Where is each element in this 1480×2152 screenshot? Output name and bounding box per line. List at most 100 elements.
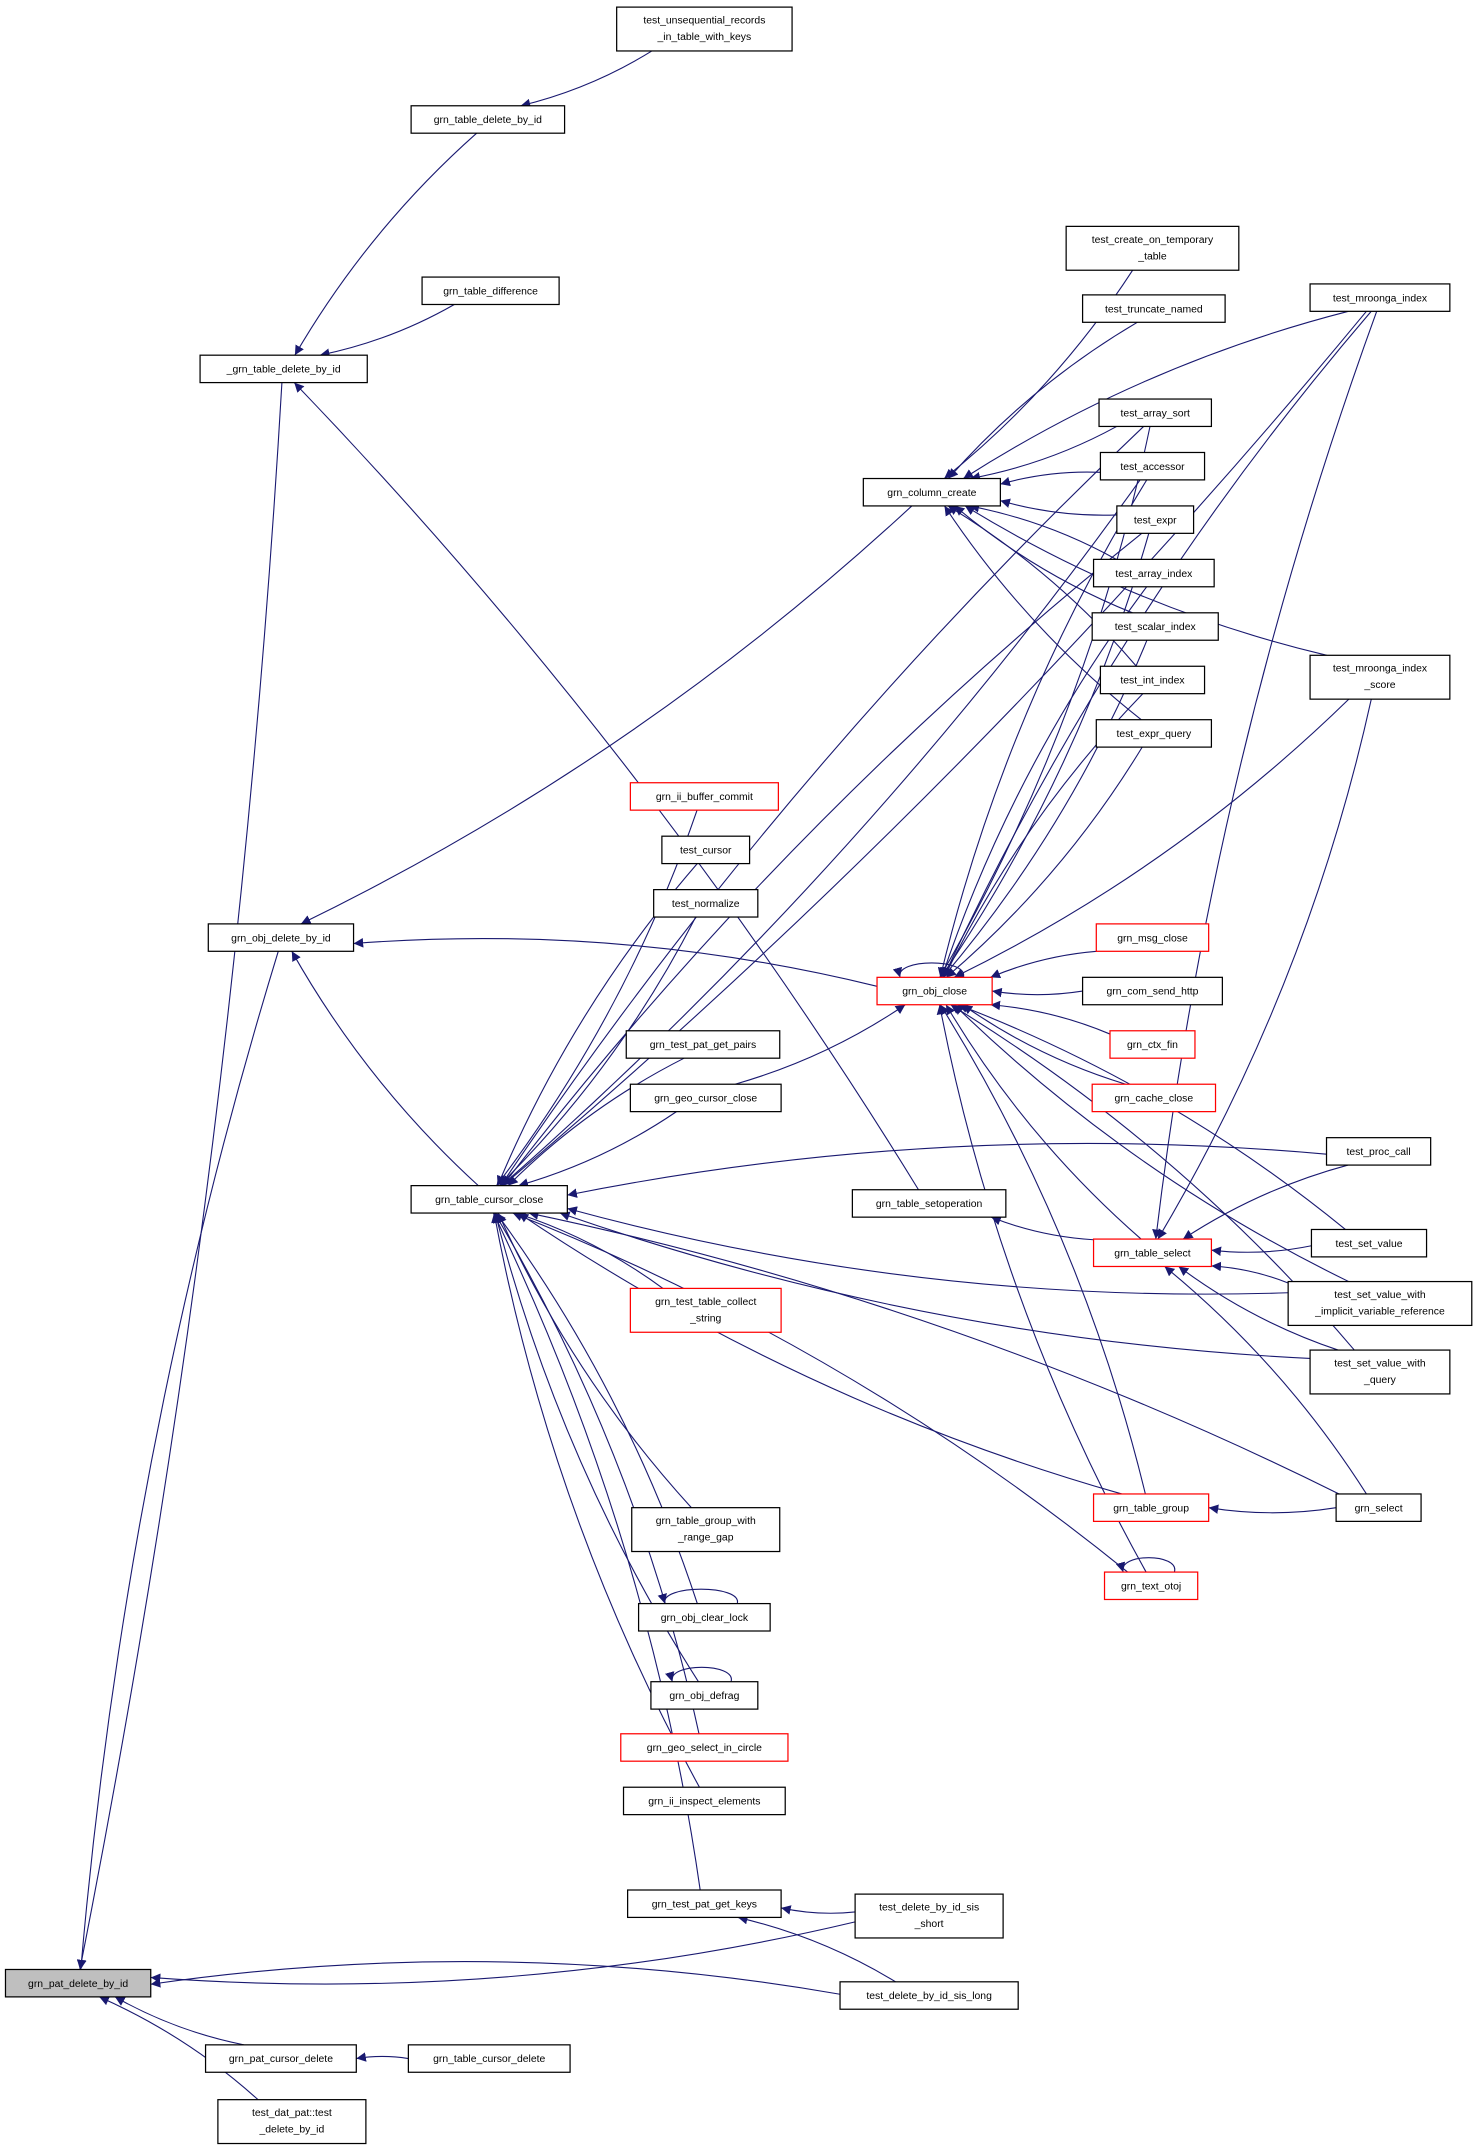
node-label: test_expr bbox=[1134, 515, 1177, 526]
node-test-set-value-with-implicit[interactable]: test_set_value_with_implicit_variable_re… bbox=[1287, 1280, 1473, 1327]
node-label: test_accessor bbox=[1120, 462, 1185, 473]
node-label: test_mroonga_index bbox=[1333, 664, 1428, 675]
node-grn-table-group[interactable]: grn_table_group bbox=[1092, 1493, 1210, 1522]
call-edge bbox=[150, 1961, 841, 1995]
node-label: _query bbox=[1363, 1375, 1397, 1386]
node-label: test_scalar_index bbox=[1115, 622, 1197, 633]
call-edge bbox=[567, 1142, 1327, 1198]
node-box bbox=[1109, 1030, 1196, 1059]
node-label: _range_gap bbox=[677, 1533, 734, 1544]
node-box bbox=[1099, 665, 1206, 695]
node-box bbox=[629, 1287, 782, 1333]
node-grn-table-difference[interactable]: grn_table_difference bbox=[421, 276, 560, 306]
call-edge bbox=[498, 916, 697, 1187]
node-test-set-value[interactable]: test_set_value bbox=[1310, 1228, 1428, 1258]
node-box bbox=[410, 1185, 568, 1214]
node-grn-pat-cursor-delete[interactable]: grn_pat_cursor_delete bbox=[204, 2044, 357, 2073]
node-grn-test-pat-get-pairs[interactable]: grn_test_pat_get_pairs bbox=[625, 1030, 781, 1059]
call-edge bbox=[945, 1004, 1142, 1240]
node-test-create-on-temporary[interactable]: test_create_on_temporary_table bbox=[1065, 225, 1240, 271]
call-edge bbox=[500, 426, 1144, 1186]
node-grn-com-send-http[interactable]: grn_com_send_http bbox=[1081, 976, 1223, 1006]
node-label: grn_com_send_http bbox=[1106, 987, 1198, 998]
node-test-expr[interactable]: test_expr bbox=[1116, 505, 1195, 534]
node-label: _table bbox=[1137, 251, 1167, 262]
node-grn-test-table-collect-string[interactable]: grn_test_table_collect_string bbox=[629, 1287, 782, 1333]
call-edge bbox=[496, 809, 698, 1186]
node-grn-pat-delete-by-id[interactable]: grn_pat_delete_by_id bbox=[4, 1968, 152, 1998]
call-edge bbox=[356, 2052, 409, 2062]
node-test-scalar-index[interactable]: test_scalar_index bbox=[1091, 612, 1219, 641]
node-test-truncate-named[interactable]: test_truncate_named bbox=[1081, 294, 1226, 323]
node-label: grn_pat_delete_by_id bbox=[28, 1979, 128, 1990]
node-test-mroonga-index[interactable]: test_mroonga_index bbox=[1309, 283, 1451, 312]
node-box bbox=[1309, 1349, 1451, 1395]
node-grn-obj-close[interactable]: grn_obj_close bbox=[876, 976, 993, 1006]
call-edge bbox=[992, 987, 1083, 998]
node-grn-test-pat-get-keys[interactable]: grn_test_pat_get_keys bbox=[627, 1889, 782, 1919]
call-edge bbox=[657, 1588, 738, 1604]
call-edge bbox=[291, 951, 479, 1187]
node-box bbox=[1309, 283, 1451, 312]
call-edge bbox=[559, 1211, 1311, 1360]
node-box bbox=[637, 1602, 771, 1632]
node-test-expr-query[interactable]: test_expr_query bbox=[1095, 719, 1213, 748]
node-test-delete-by-id-sis-short[interactable]: test_delete_by_id_sis_short bbox=[854, 1893, 1004, 1939]
node-box bbox=[1091, 612, 1219, 641]
node-grn-obj-clear-lock[interactable]: grn_obj_clear_lock bbox=[637, 1602, 771, 1632]
call-edge bbox=[939, 1004, 1146, 1495]
node-label: _delete_by_id bbox=[258, 2125, 324, 2136]
node-grn-table-select[interactable]: grn_table_select bbox=[1092, 1238, 1213, 1268]
node-box bbox=[661, 835, 751, 865]
node-label: grn_table_cursor_close bbox=[435, 1195, 543, 1206]
node-test-delete-by-id-sis-long[interactable]: test_delete_by_id_sis_long bbox=[839, 1981, 1019, 2010]
node-test-cursor[interactable]: test_cursor bbox=[661, 835, 751, 865]
node-label: grn_pat_cursor_delete bbox=[229, 2054, 333, 2065]
node-label: test_set_value_with bbox=[1334, 1359, 1426, 1370]
node-grn-table-cursor-close[interactable]: grn_table_cursor_close bbox=[410, 1185, 568, 1214]
node-grn-geo-cursor-close[interactable]: grn_geo_cursor_close bbox=[629, 1083, 782, 1113]
node-grn-obj-defrag[interactable]: grn_obj_defrag bbox=[650, 1681, 759, 1710]
node-grn-table-cursor-delete[interactable]: grn_table_cursor_delete bbox=[407, 2044, 571, 2073]
node-grn-table-setoperation[interactable]: grn_table_setoperation bbox=[851, 1189, 1007, 1218]
node-label: grn_table_difference bbox=[443, 286, 538, 297]
node-grn-ii-inspect-elements[interactable]: grn_ii_inspect_elements bbox=[622, 1786, 786, 1816]
node-test-set-value-with-query[interactable]: test_set_value_with _query bbox=[1309, 1349, 1451, 1395]
node-test-proc-call[interactable]: test_proc_call bbox=[1325, 1137, 1432, 1166]
call-edge bbox=[990, 1000, 1111, 1035]
node-grn-obj-delete-by-id[interactable]: grn_obj_delete_by_id bbox=[207, 923, 355, 952]
node-grn-msg-close[interactable]: grn_msg_close bbox=[1095, 923, 1210, 952]
node-grn-ii-buffer-commit[interactable]: grn_ii_buffer_commit bbox=[629, 782, 779, 811]
node-test-accessor[interactable]: test_accessor bbox=[1099, 451, 1206, 481]
node-box bbox=[876, 976, 993, 1006]
node-test-array-sort[interactable]: test_array_sort bbox=[1098, 398, 1213, 428]
call-edge bbox=[963, 310, 1349, 479]
node-grn-text-otoj[interactable]: grn_text_otoj bbox=[1103, 1571, 1199, 1601]
call-edge bbox=[945, 746, 1143, 978]
node-grn-select[interactable]: grn_select bbox=[1335, 1493, 1422, 1522]
node-grn-column-create[interactable]: grn_column_create bbox=[862, 477, 1001, 507]
node-grn-cache-close[interactable]: grn_cache_close bbox=[1091, 1083, 1217, 1113]
node-grn-geo-select-in-circle[interactable]: grn_geo_select_in_circle bbox=[620, 1733, 789, 1762]
node-box bbox=[650, 1681, 759, 1710]
node-test-dat-pat[interactable]: test_dat_pat::test_delete_by_id bbox=[217, 2099, 367, 2145]
node-label: test_unsequential_records bbox=[643, 16, 765, 27]
node-test-int-index[interactable]: test_int_index bbox=[1099, 665, 1206, 695]
node-test-array-index[interactable]: test_array_index bbox=[1092, 558, 1215, 588]
node-grn-ctx-fin[interactable]: grn_ctx_fin bbox=[1109, 1030, 1196, 1059]
node-test-normalize[interactable]: test_normalize bbox=[653, 889, 759, 918]
node-grn-table-group-with-range-gap[interactable]: grn_table_group_with_range_gap bbox=[631, 1507, 781, 1553]
node-grn-table-delete-by-id[interactable]: grn_table_delete_by_id bbox=[410, 105, 566, 134]
node-label: grn_obj_clear_lock bbox=[661, 1613, 749, 1624]
node-box bbox=[854, 1893, 1004, 1939]
node-label: test_delete_by_id_sis_long bbox=[866, 1991, 992, 2002]
call-edge bbox=[77, 382, 283, 1970]
node-box bbox=[1103, 1571, 1199, 1601]
node-box bbox=[862, 477, 1001, 507]
node-grn-table-delete-by-id[interactable]: _grn_table_delete_by_id bbox=[199, 354, 368, 384]
node-test-unsequential-records[interactable]: test_unsequential_records_in_table_with_… bbox=[616, 6, 793, 52]
node-box bbox=[217, 2099, 367, 2145]
node-test-mroonga-index-score[interactable]: test_mroonga_index_score bbox=[1309, 654, 1451, 700]
node-box bbox=[1091, 1083, 1217, 1113]
call-edge bbox=[515, 1211, 664, 1289]
